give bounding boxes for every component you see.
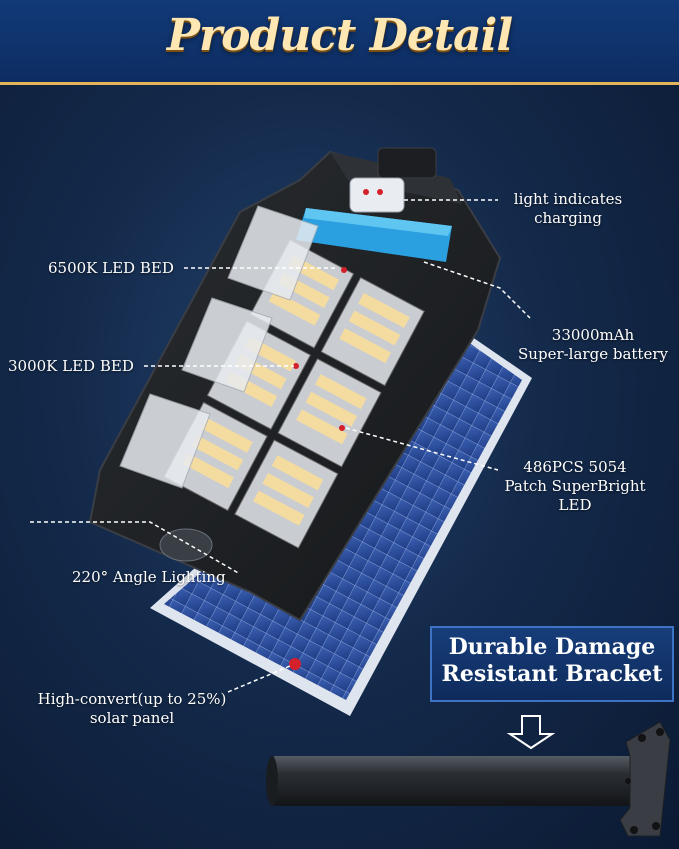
callout-led-count-line1: 486PCS 5054 bbox=[523, 458, 627, 476]
callout-battery: 33000mAh Super-large battery bbox=[510, 326, 676, 364]
callout-led-3000k: 3000K LED BED bbox=[8, 357, 134, 376]
callout-led-count: 486PCS 5054 Patch SuperBright LED bbox=[492, 458, 658, 515]
lamp-body bbox=[88, 147, 502, 622]
callout-led-6500k-text: 6500K LED BED bbox=[48, 259, 174, 277]
callout-led-count-line3: LED bbox=[558, 496, 592, 514]
bracket-banner bbox=[430, 626, 674, 702]
callout-led-3000k-text: 3000K LED BED bbox=[8, 357, 134, 375]
callout-charging: light indicates charging bbox=[498, 190, 638, 228]
solar-indicator-dot bbox=[289, 658, 301, 670]
callout-lines bbox=[30, 199, 531, 693]
page-title: Product Detail bbox=[166, 10, 513, 61]
callout-solar-line2: solar panel bbox=[89, 709, 175, 727]
bracket-title-line2: Resistant Bracket bbox=[441, 661, 663, 687]
callout-led-count-line2: Patch SuperBright bbox=[504, 477, 646, 495]
callout-solar: High-convert(up to 25%) solar panel bbox=[16, 690, 248, 728]
header-banner: Product Detail bbox=[0, 0, 679, 85]
callout-led-6500k: 6500K LED BED bbox=[48, 259, 174, 278]
callout-angle: 220° Angle Lighting bbox=[72, 568, 226, 587]
led-beds bbox=[119, 205, 425, 670]
bracket-title: Durable Damage Resistant Bracket bbox=[430, 634, 674, 688]
callout-angle-text: 220° Angle Lighting bbox=[72, 568, 226, 586]
bracket-image bbox=[266, 721, 671, 837]
callout-charging-line1: light indicates bbox=[513, 190, 623, 208]
bracket-title-line1: Durable Damage bbox=[448, 634, 656, 660]
callout-solar-line1: High-convert(up to 25%) bbox=[37, 690, 227, 708]
callout-battery-line2: Super-large battery bbox=[518, 345, 668, 363]
down-arrow-icon bbox=[506, 715, 556, 750]
callout-battery-line1: 33000mAh bbox=[551, 326, 635, 344]
callout-charging-line2: charging bbox=[534, 209, 602, 227]
